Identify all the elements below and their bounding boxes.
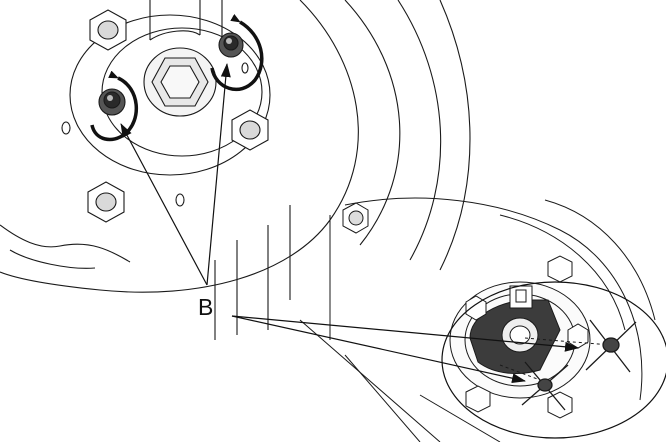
- detail-highlight-ellipse: [441, 281, 666, 439]
- lower-housing-view: [299, 197, 666, 442]
- screw-cross-right: [585, 319, 637, 373]
- hex-nut-top: [89, 9, 127, 51]
- hex-nut-right: [231, 109, 269, 151]
- hex-nut-bottom: [87, 181, 125, 223]
- callout-leaders: [120, 63, 579, 384]
- set-screw-right: [218, 32, 244, 58]
- callout-label-b: B: [198, 294, 214, 320]
- upper-housing-view: [0, 0, 471, 340]
- rotation-arrow-right: [210, 13, 264, 92]
- set-screw-left: [98, 88, 126, 116]
- screw-cross-left: [521, 361, 569, 411]
